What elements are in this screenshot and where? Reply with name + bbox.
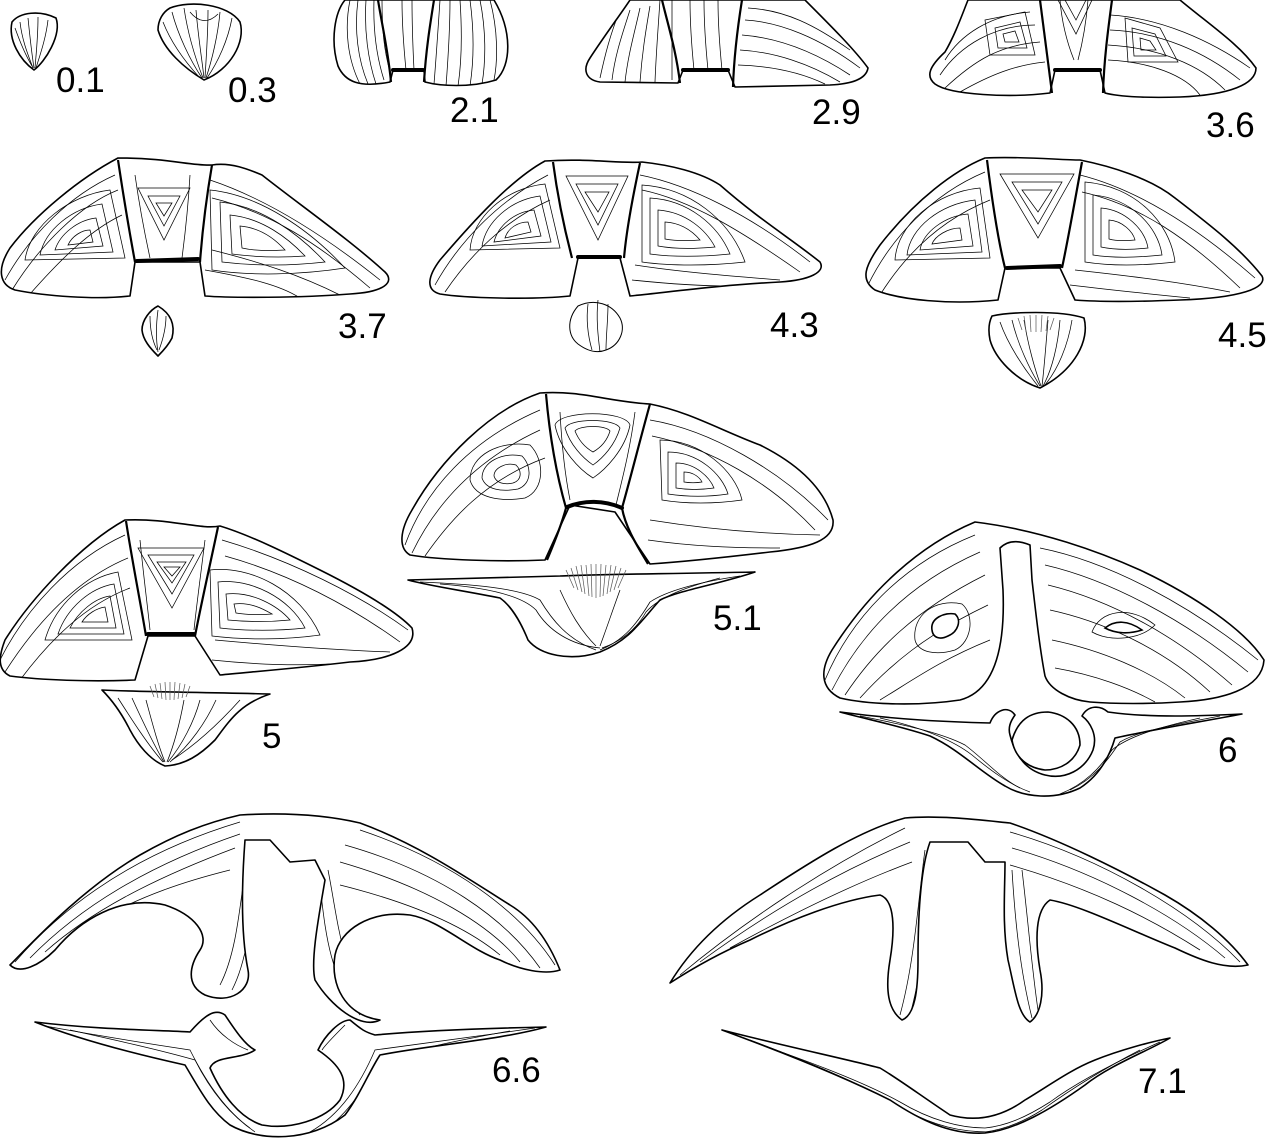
stage-7-1-dorsal-element <box>670 817 1248 1022</box>
stage-3-7-label: 3.7 <box>338 307 387 346</box>
stage-5-1-section: 5.1 <box>402 393 833 657</box>
stage-4-5-section: 4.5 <box>866 157 1267 388</box>
stage-0-1-outline <box>11 13 57 70</box>
stage-5-1-ventral-element <box>408 572 755 657</box>
stage-2-9-section: 2.9 <box>586 0 868 132</box>
stage-3-7-section: 3.7 <box>1 158 388 356</box>
stage-2-1-outline <box>334 0 508 86</box>
stage-3-6-label: 3.6 <box>1206 106 1255 145</box>
stage-4-3-ventral-element <box>570 302 623 351</box>
stage-4-5-outline <box>866 157 1263 302</box>
stage-5-label: 5 <box>262 717 281 756</box>
stage-5-outline <box>0 520 413 681</box>
stage-6-section: 6 <box>824 522 1264 796</box>
stage-3-7-outline <box>1 158 388 298</box>
stage-2-9-label: 2.9 <box>812 93 861 132</box>
stage-2-1-section: 2.1 <box>334 0 508 130</box>
stage-6-outline <box>824 522 1264 704</box>
stage-6-label: 6 <box>1218 731 1237 770</box>
stage-6-6-ventral-element <box>35 1012 546 1136</box>
stage-7-1-label: 7.1 <box>1138 1062 1187 1101</box>
stage-4-3-label: 4.3 <box>770 306 819 345</box>
stage-4-5-label: 4.5 <box>1218 316 1267 355</box>
stage-6-6-dorsal-element <box>10 814 560 1022</box>
stage-4-5-ventral-element <box>989 313 1085 389</box>
stage-0-3-section: 0.3 <box>158 4 277 110</box>
stage-3-7-basal-plate <box>137 259 198 261</box>
stage-6-6-section: 6.6 <box>10 814 560 1137</box>
stage-0-3-label: 0.3 <box>228 71 277 110</box>
stage-2-1-label: 2.1 <box>450 91 499 130</box>
stage-0-1-label: 0.1 <box>56 61 105 100</box>
stage-4-5-basal-plate <box>1007 266 1060 268</box>
stage-5-ventral-element <box>102 690 270 766</box>
stage-5-1-label: 5.1 <box>713 599 762 638</box>
stage-3-6-section: 3.6 <box>930 0 1256 145</box>
stage-7-1-ventral-element <box>722 1030 1170 1133</box>
stage-0-1-section: 0.1 <box>11 13 104 100</box>
stage-6-6-label: 6.6 <box>492 1051 541 1090</box>
stage-7-1-section: 7.1 <box>670 817 1248 1133</box>
stage-5-section: 5 <box>0 520 413 766</box>
stage-4-3-section: 4.3 <box>430 160 821 352</box>
stage-3-6-outline <box>930 0 1256 97</box>
